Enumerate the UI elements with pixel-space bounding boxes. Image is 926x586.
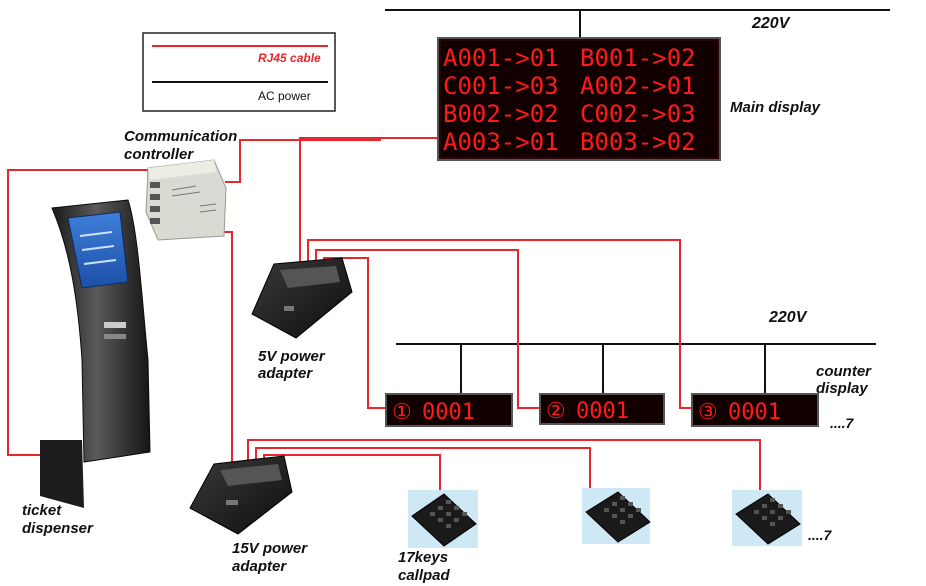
- callpad-1: [408, 490, 478, 548]
- controller-print: [199, 209, 217, 213]
- adapter-15v-panel: [220, 464, 282, 486]
- counter-display-1-number: ①: [392, 400, 412, 425]
- main-display: A001->01 B001->02 C001->03 A002->01 B002…: [437, 37, 721, 161]
- main-display-screen: [441, 41, 717, 157]
- counter-label-line2: display: [816, 380, 868, 397]
- main-display-row3-left: B002->02: [443, 100, 559, 128]
- ticket-label-line1: ticket: [22, 502, 62, 519]
- controller-port: [150, 194, 160, 200]
- adapter-15v-label: [226, 500, 238, 505]
- main-display-row1-right: B001->02: [580, 44, 696, 72]
- cable-controller-to-15v: [222, 231, 233, 465]
- cable-15v-to-callpad2: [255, 447, 591, 492]
- callpad-3-keys: [754, 498, 791, 526]
- top-voltage-label: 220V: [751, 15, 791, 32]
- callpad-2-keys: [604, 496, 641, 524]
- counter-display-3-number: ③: [698, 400, 718, 425]
- power5-label-line1: 5V power: [258, 348, 326, 365]
- main-display-row2-left: C001->03: [443, 72, 559, 100]
- kiosk-ticket-slot: [104, 322, 126, 328]
- counter-display-1-value: 0001: [422, 400, 475, 425]
- main-display-row2-right: A002->01: [580, 72, 696, 100]
- counter-display-3: ③ 0001: [691, 393, 819, 427]
- ticket-dispenser-kiosk: [40, 199, 151, 508]
- controller-port: [150, 218, 160, 224]
- cable-5v-to-counter2: [315, 249, 540, 409]
- callpad-1-body: [411, 493, 477, 547]
- main-display-label: Main display: [730, 99, 821, 116]
- controller-port: [150, 206, 160, 212]
- ac-power-lines: [385, 9, 890, 394]
- controller-top: [148, 160, 216, 180]
- communication-controller: [145, 159, 227, 241]
- controller-port: [150, 182, 160, 188]
- cable-controller-to-kiosk: [7, 169, 160, 456]
- ticket-label-line2: dispenser: [22, 520, 94, 537]
- kiosk-screen: [67, 211, 129, 289]
- more-callpads-label: ....7: [808, 527, 833, 543]
- kiosk-screen-button: [79, 231, 113, 237]
- counter-display-2-value: 0001: [576, 399, 629, 424]
- callpad-2: [582, 488, 651, 544]
- controller-label-line1: Communication: [124, 128, 237, 145]
- callpad-2-body: [585, 491, 651, 543]
- main-display-row1-left: A001->01: [443, 44, 559, 72]
- main-display-row3-right: C002->03: [580, 100, 696, 128]
- cable-5v-to-counter3: [307, 239, 692, 409]
- controller-print: [171, 191, 201, 197]
- cable-15v-to-callpad3: [247, 439, 761, 495]
- counter-voltage-label: 220V: [768, 309, 808, 326]
- rj45-cables: [7, 137, 761, 495]
- kiosk-base: [40, 440, 84, 508]
- power15-label-line2: adapter: [232, 558, 287, 575]
- controller-print: [199, 203, 217, 207]
- kiosk-screen-button: [83, 259, 117, 265]
- counter-display-2: ② 0001: [539, 393, 665, 425]
- counter-display-1-panel: [385, 393, 513, 427]
- controller-print: [171, 185, 197, 191]
- power-adapter-5v: [251, 257, 353, 339]
- callpad-label-line2: callpad: [398, 567, 451, 584]
- legend: RJ45 cable AC power: [142, 32, 336, 112]
- kiosk-ticket-slot: [104, 334, 126, 339]
- more-counters-label: ....7: [830, 415, 855, 431]
- power5-label-line2: adapter: [258, 365, 313, 382]
- counter-label-line1: counter: [816, 363, 872, 380]
- callpad-3-body: [735, 493, 801, 545]
- controller-label-line2: controller: [124, 146, 194, 163]
- counter-display-2-panel: [539, 393, 665, 425]
- legend-ac-label: AC power: [258, 89, 311, 103]
- callpad-1-keys: [430, 500, 467, 528]
- counter-display-3-value: 0001: [728, 400, 781, 425]
- main-display-row4-right: B003->02: [580, 128, 696, 156]
- counter-display-3-panel: [691, 393, 819, 427]
- callpad-3: [732, 490, 802, 546]
- cable-controller-to-main-display: [225, 137, 438, 183]
- callpad-label-line1: 17keys: [398, 549, 448, 566]
- counter-display-1: ① 0001: [385, 393, 513, 427]
- power15-label-line1: 15V power: [232, 540, 308, 557]
- adapter-5v-panel: [280, 266, 340, 288]
- counter-display-2-number: ②: [546, 399, 566, 424]
- legend-rj45-label: RJ45 cable: [258, 51, 321, 65]
- power-adapter-15v: [189, 455, 293, 535]
- adapter-5v-label: [284, 306, 294, 311]
- main-display-row4-left: A003->01: [443, 128, 559, 156]
- cable-5v-to-main-display: [299, 137, 438, 262]
- kiosk-screen-button: [81, 245, 115, 251]
